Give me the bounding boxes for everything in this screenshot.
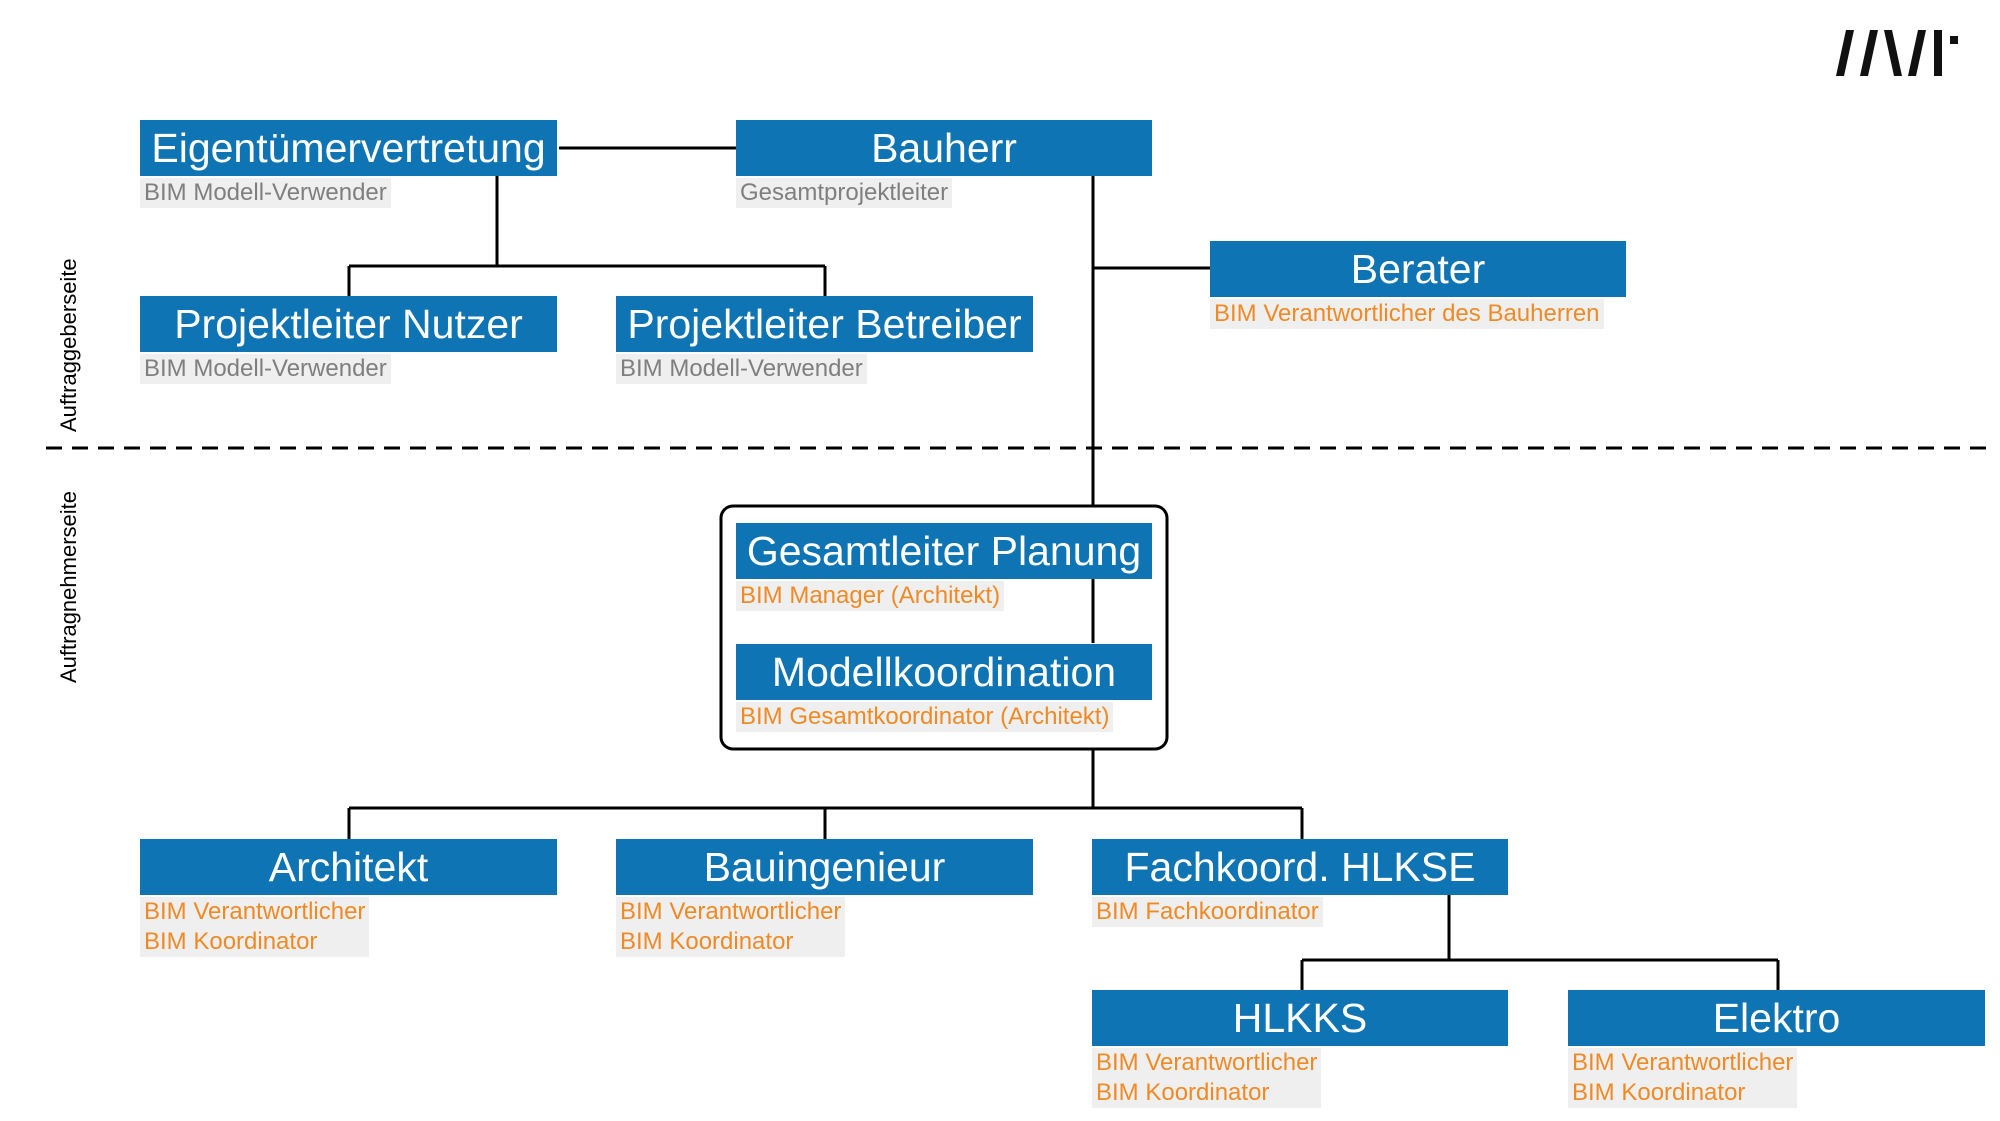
role-label: BIM Koordinator: [144, 928, 318, 955]
role-list: BIM Verantwortlicher BIM Koordinator: [616, 897, 846, 957]
role-label: BIM Koordinator: [1096, 1079, 1270, 1106]
contractor-side-label: Auftragnehmerseite: [56, 491, 81, 683]
role-label: BIM Verantwortlicher: [1096, 1049, 1318, 1076]
role-label: BIM Modell-Verwender: [140, 178, 391, 208]
role-label: BIM Verantwortlicher: [1572, 1049, 1794, 1076]
planning-group-frame: [719, 504, 1169, 751]
role-label: BIM Gesamtkoordinator (Architekt): [736, 702, 1114, 732]
role-list: BIM Verantwortlicher BIM Koordinator: [140, 897, 370, 957]
role-label: BIM Verantwortlicher: [144, 898, 366, 925]
node-modellkoordination: Modellkoordination: [736, 644, 1152, 700]
role-label: BIM Verantwortlicher: [620, 898, 842, 925]
node-berater: Berater: [1210, 241, 1626, 297]
role-label: BIM Manager (Architekt): [736, 581, 1005, 611]
node-projektleiter-nutzer: Projektleiter Nutzer: [140, 296, 557, 352]
role-label: BIM Koordinator: [620, 928, 794, 955]
role-label: BIM Verantwortlicher des Bauherren: [1210, 299, 1604, 329]
node-hlkks: HLKKS: [1092, 990, 1508, 1046]
node-eigentuemervertretung: Eigentümervertretung: [140, 120, 557, 176]
role-label: BIM Modell-Verwender: [616, 354, 867, 384]
node-projektleiter-betreiber: Projektleiter Betreiber: [616, 296, 1033, 352]
role-list: BIM Verantwortlicher BIM Koordinator: [1092, 1048, 1322, 1108]
role-label: BIM Modell-Verwender: [140, 354, 391, 384]
role-label: BIM Koordinator: [1572, 1079, 1746, 1106]
node-elektro: Elektro: [1568, 990, 1985, 1046]
node-bauingenieur: Bauingenieur: [616, 839, 1033, 895]
client-side-label: Auftraggeberseite: [56, 258, 81, 432]
role-label: BIM Fachkoordinator: [1092, 897, 1323, 927]
node-bauherr: Bauherr: [736, 120, 1152, 176]
node-architekt: Architekt: [140, 839, 557, 895]
brand-logo-icon: [1836, 30, 1958, 76]
role-list: BIM Verantwortlicher BIM Koordinator: [1568, 1048, 1798, 1108]
role-label: Gesamtprojektleiter: [736, 178, 953, 208]
node-gesamtleiter-planung: Gesamtleiter Planung: [736, 523, 1152, 579]
node-fachkoord-hlkse: Fachkoord. HLKSE: [1092, 839, 1508, 895]
